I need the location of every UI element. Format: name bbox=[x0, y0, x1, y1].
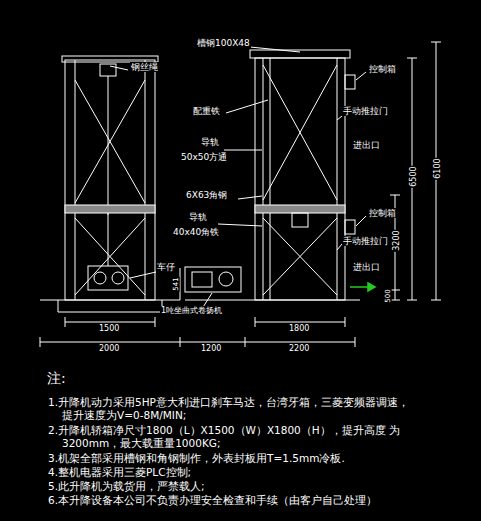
callout-label: 进出口 bbox=[352, 140, 381, 150]
callout-label: 钢丝绳 bbox=[130, 62, 159, 72]
note-text: 4.整机电器采用三菱PLC控制; bbox=[48, 466, 473, 479]
dimension-text: 1200 bbox=[200, 344, 222, 353]
dimension-text: 2000 bbox=[98, 344, 120, 353]
dimension-text: 541 bbox=[172, 276, 180, 291]
dimension-text: 1500 bbox=[98, 324, 120, 333]
callout-label: 50x50方通 bbox=[180, 152, 228, 162]
callout-label: 车仔 bbox=[156, 262, 176, 272]
callout-label: 手动推拉门 bbox=[342, 106, 389, 116]
callout-label: 导轨 bbox=[188, 212, 208, 222]
callout-label: 注: bbox=[46, 370, 67, 386]
dimension-text: 1吨坐曲式卷扬机 bbox=[160, 306, 223, 315]
note-text: 2.升降机轿箱净尺寸1800（L）X1500（W）X1800（H），提升高度 为… bbox=[48, 424, 420, 450]
dimension-text: 6500 bbox=[409, 165, 418, 187]
callout-label: 控制箱 bbox=[368, 208, 397, 218]
note-text: 5.此升降机为载货用，严禁载人; bbox=[48, 480, 473, 493]
callout-label: 手动推拉门 bbox=[342, 236, 389, 246]
callout-label: 导轨 bbox=[200, 137, 220, 147]
dimension-text: 500 bbox=[384, 288, 392, 303]
callout-label: 配重铁 bbox=[192, 106, 221, 116]
callout-label: 槽钢100X48 bbox=[196, 38, 251, 48]
note-text: 3.机架全部采用槽钢和角钢制作，外表封板用T=1.5mm冷板. bbox=[48, 452, 473, 465]
dimension-text: 2200 bbox=[288, 344, 310, 353]
callout-label: 控制箱 bbox=[368, 64, 397, 74]
callout-label: 40x40角铁 bbox=[172, 227, 220, 237]
callout-label: 进出口 bbox=[352, 262, 381, 272]
note-text: 1.升降机动力采用5HP意大利进口刹车马达，台湾牙箱，三菱变频器调速， 提升速度… bbox=[48, 396, 420, 422]
note-text: 6.本升降设备本公司不负责办理安全检查和手续（由客户自己处理） bbox=[48, 494, 478, 507]
dimension-text: 6100 bbox=[433, 157, 442, 179]
dimension-text: 3200 bbox=[392, 229, 401, 251]
dimension-text: 1800 bbox=[288, 324, 310, 333]
callout-label: 6X63角钢 bbox=[185, 190, 228, 200]
